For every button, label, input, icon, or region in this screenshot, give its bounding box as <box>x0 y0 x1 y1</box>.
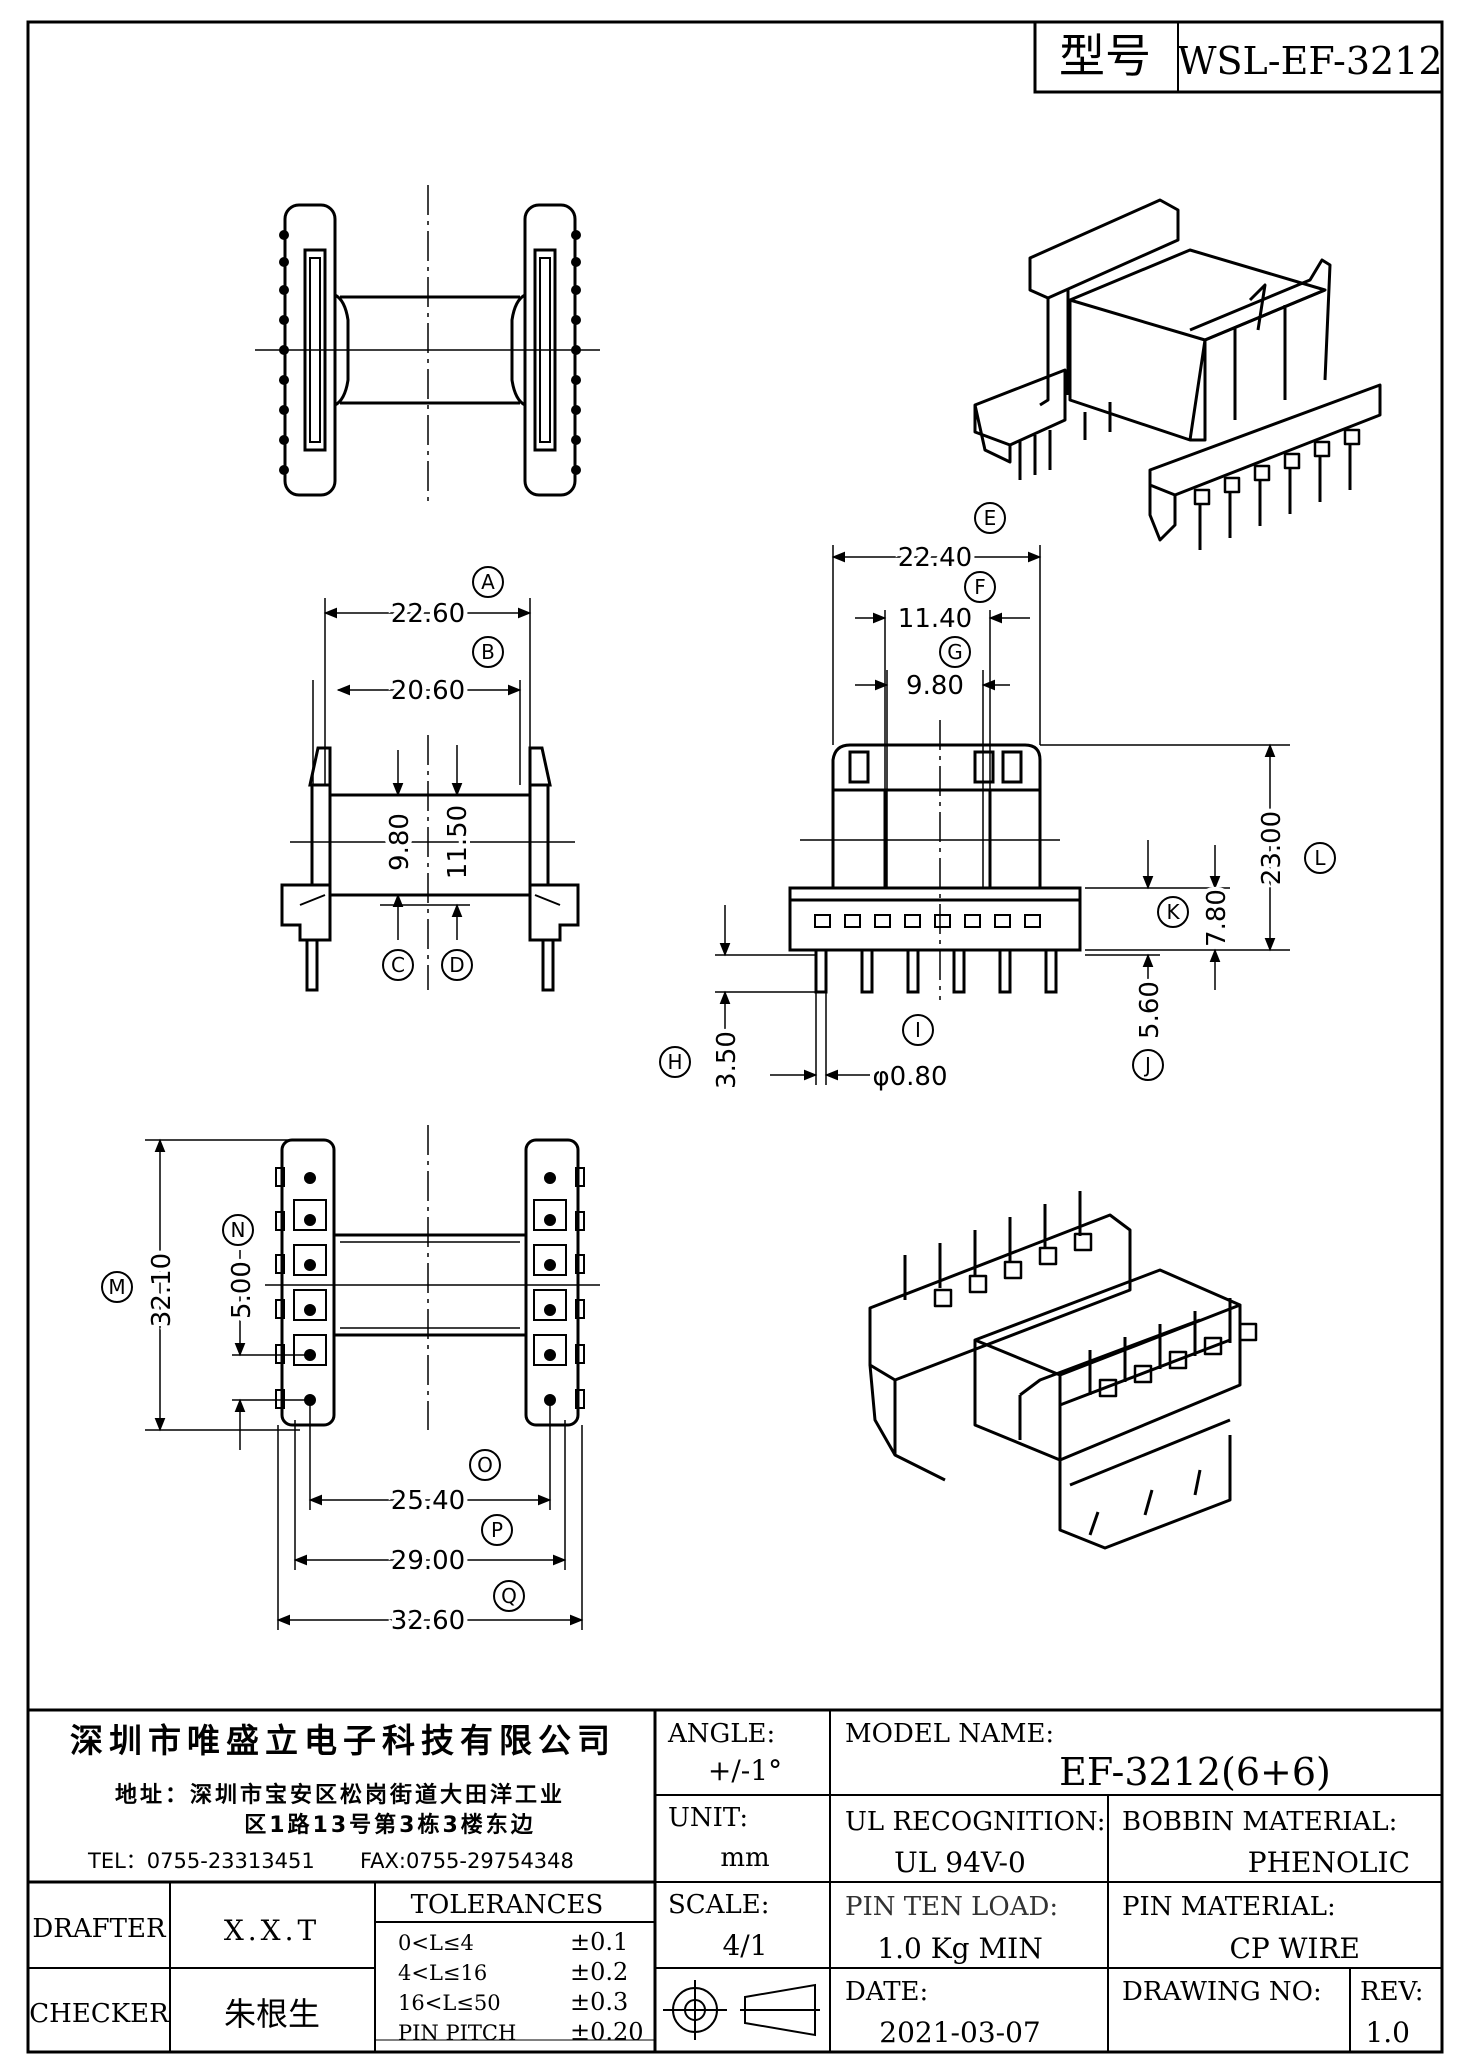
callout-circles <box>101 502 1336 1612</box>
callout-o: O <box>477 1453 493 1477</box>
tolerance-value-1: ±0.2 <box>570 1958 628 1986</box>
model-name-label: MODEL NAME: <box>845 1719 1054 1749</box>
callout-n: N <box>231 1218 246 1242</box>
pin-material-label: PIN MATERIAL: <box>1122 1892 1336 1922</box>
company-fax: FAX:0755-29754348 <box>360 1849 574 1873</box>
front-view-dimensions <box>312 598 532 940</box>
callout-p: P <box>491 1518 503 1542</box>
side-view-dimensions <box>715 545 1290 1085</box>
tolerance-value-2: ±0.3 <box>570 1988 628 2016</box>
callout-q: Q <box>501 1584 517 1608</box>
projection-symbol-icon <box>663 1980 820 2040</box>
unit-label: UNIT: <box>668 1803 748 1833</box>
company-tel: TEL：0755-23313451 <box>87 1849 315 1873</box>
tolerance-range-3: PIN PITCH <box>398 2021 516 2045</box>
dim-h-value: 3.50 <box>712 1031 742 1089</box>
dim-q-value: 32.60 <box>391 1606 465 1636</box>
bobbin-material-label: BOBBIN MATERIAL: <box>1122 1807 1397 1837</box>
callout-h: H <box>667 1050 682 1074</box>
title-block-lines <box>28 1708 1442 2052</box>
dim-j-value: 5.60 <box>1135 981 1165 1039</box>
model-box-label: 型号 <box>1059 29 1151 83</box>
ul-label: UL RECOGNITION: <box>845 1807 1106 1837</box>
dim-e-value: 22.40 <box>898 543 972 573</box>
date-value: 2021-03-07 <box>879 2016 1040 2049</box>
callout-d: D <box>449 953 464 977</box>
callout-i: I <box>915 1018 921 1042</box>
tolerance-value-0: ±0.1 <box>570 1928 628 1956</box>
callout-e: E <box>984 506 997 530</box>
callout-g: G <box>947 640 963 664</box>
pin-material-value: CP WIRE <box>1229 1932 1360 1965</box>
model-box-value: WSL-EF-3212 <box>1177 39 1442 83</box>
checker-label: CHECKER <box>29 1999 170 2029</box>
callout-f: F <box>974 575 986 599</box>
rev-value: 1.0 <box>1365 2016 1410 2049</box>
ul-value: UL 94V-0 <box>894 1846 1026 1879</box>
callout-b: B <box>481 640 495 664</box>
company-name: 深圳市唯盛立电子科技有限公司 <box>70 1721 616 1760</box>
dim-n-value: 5.00 <box>227 1261 257 1319</box>
date-label: DATE: <box>845 1977 928 2007</box>
tolerances-title: TOLERANCES <box>411 1890 604 1920</box>
dim-d-value: 11.50 <box>443 805 473 879</box>
rev-label: REV: <box>1360 1977 1423 2007</box>
side-view <box>788 720 1082 1000</box>
dim-c-value: 9.80 <box>385 813 415 871</box>
tolerance-value-3: ±0.20 <box>570 2018 644 2046</box>
tolerance-range-2: 16<L≤50 <box>398 1991 501 2015</box>
dim-f-value: 11.40 <box>898 604 972 634</box>
callout-a: A <box>481 570 495 594</box>
callout-k: K <box>1166 900 1180 924</box>
dim-o-value: 25.40 <box>391 1486 465 1516</box>
top-view <box>255 185 600 505</box>
dim-a-value: 22.60 <box>391 599 465 629</box>
callout-c: C <box>391 953 405 977</box>
isometric-view-bottom <box>868 1191 1258 1550</box>
model-box: 型号 WSL-EF-3212 <box>1033 20 1444 94</box>
dim-b-value: 20.60 <box>391 676 465 706</box>
pin-ten-load-value: 1.0 Kg MIN <box>877 1932 1042 1965</box>
dim-l-value: 23.00 <box>1257 811 1287 885</box>
callout-l: L <box>1314 846 1326 870</box>
checker-value: 朱根生 <box>224 1995 320 2033</box>
callout-m: M <box>108 1275 125 1299</box>
drawing-border <box>26 20 1444 2054</box>
drawing-no-label: DRAWING NO: <box>1122 1977 1322 2007</box>
model-name-value: EF-3212(6+6) <box>1059 1750 1331 1794</box>
unit-value: mm <box>720 1843 769 1873</box>
company-address-line1: 地址：深圳市宝安区松岗街道大田洋工业 <box>115 1782 565 1808</box>
drafter-label: DRAFTER <box>32 1914 167 1944</box>
bobbin-material-value: PHENOLIC <box>1248 1846 1410 1879</box>
bottom-view <box>265 1125 600 1430</box>
front-view <box>280 735 580 992</box>
tolerance-range-0: 0<L≤4 <box>398 1931 474 1955</box>
scale-value: 4/1 <box>722 1929 767 1962</box>
tolerance-range-1: 4<L≤16 <box>398 1961 487 1985</box>
scale-label: SCALE: <box>668 1890 770 1920</box>
bottom-view-dimensions <box>145 1138 584 1630</box>
dim-p-value: 29.00 <box>391 1546 465 1576</box>
dim-g-value: 9.80 <box>906 671 964 701</box>
company-address-line2: 区1路13号第3栋3楼东边 <box>244 1812 536 1838</box>
callout-letters: A B C D E F G H I J K L M N O P Q <box>108 506 1326 1608</box>
isometric-view-top <box>973 198 1382 550</box>
dim-m-value: 32.10 <box>147 1253 177 1327</box>
pin-ten-load-label: PIN TEN LOAD: <box>845 1892 1058 1922</box>
dim-k-value: 7.80 <box>1202 889 1232 947</box>
dim-i-value: φ0.80 <box>872 1062 947 1092</box>
angle-label: ANGLE: <box>667 1719 775 1749</box>
callout-j: J <box>1143 1053 1151 1077</box>
angle-value: +/-1° <box>708 1754 782 1787</box>
drafter-value: X.X.T <box>224 1914 320 1947</box>
